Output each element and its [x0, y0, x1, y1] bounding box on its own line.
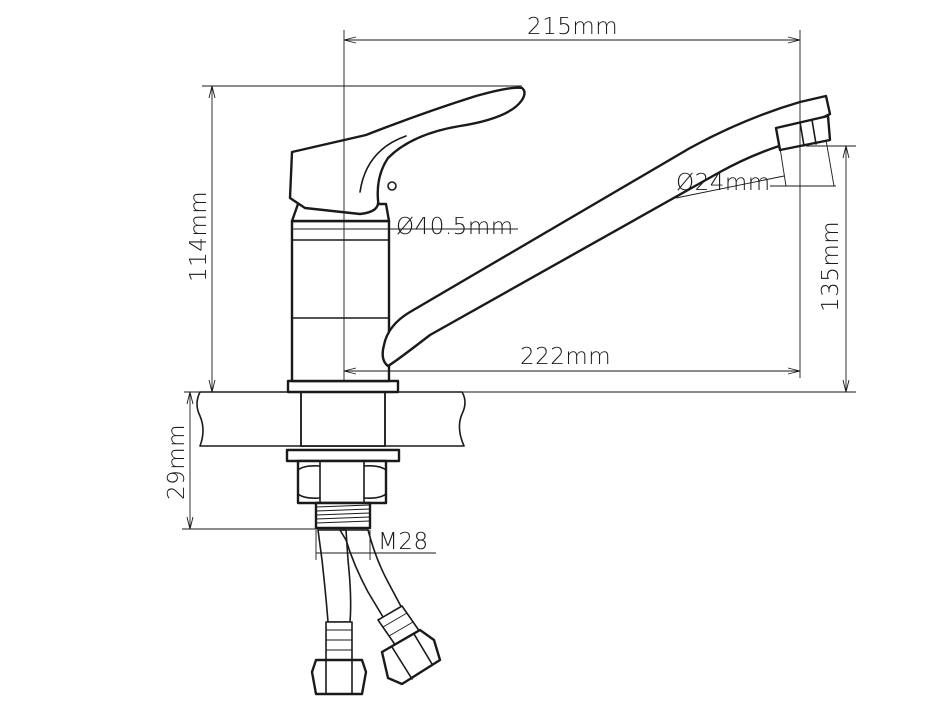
- handle-lever: [288, 86, 526, 216]
- label-height-29: 29mm: [164, 424, 190, 500]
- label-height-114: 114mm: [186, 191, 212, 282]
- label-diameter-body: Ø40.5mm: [396, 214, 514, 240]
- spout: [381, 94, 832, 368]
- mounting-hardware: [285, 448, 401, 530]
- label-height-135: 135mm: [818, 221, 844, 312]
- label-reach-222: 222mm: [520, 344, 611, 370]
- label-thread-m28: M28: [378, 529, 429, 555]
- faucet-body: [286, 202, 400, 394]
- countertop: [196, 391, 466, 447]
- braided-hoses: [310, 529, 442, 696]
- label-width-215: 215mm: [527, 14, 618, 40]
- dimension-lines: [182, 30, 856, 560]
- label-diameter-spout: Ø24mm: [676, 170, 771, 196]
